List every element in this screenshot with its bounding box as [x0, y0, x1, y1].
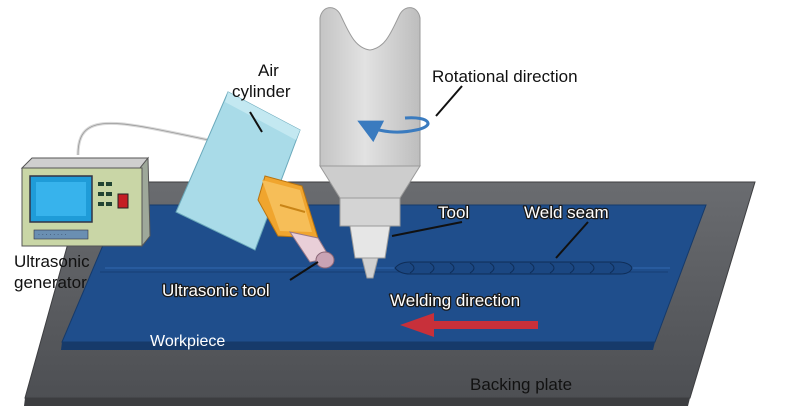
ultrasonic-tool — [257, 175, 335, 269]
leader-rotation — [435, 85, 463, 117]
welding-tool-spindle — [319, 7, 421, 279]
label-workpiece: Workpiece — [150, 333, 225, 350]
leader-lines — [249, 85, 589, 281]
label-rotational-direction: Rotational direction — [432, 67, 578, 86]
ultrasonic-generator: · · · · · · · · — [20, 156, 151, 248]
label-air-cylinder-2: cylinder — [232, 82, 291, 101]
leader-weld-seam — [555, 221, 589, 259]
weld-seam — [394, 261, 633, 275]
label-weld-seam: Weld seam — [524, 203, 609, 222]
label-ultrasonic-tool: Ultrasonic tool — [162, 281, 270, 300]
svg-text:· · · · · · · ·: · · · · · · · · — [38, 232, 67, 239]
label-ultrasonic-generator-1: Ultrasonic — [14, 252, 90, 271]
rotation-arrow — [357, 116, 430, 143]
workpiece-plate — [61, 204, 707, 350]
leader-air-cylinder — [249, 111, 263, 133]
label-ultrasonic-generator-2: generator — [14, 273, 87, 292]
leader-tool — [391, 221, 463, 237]
label-backing-plate: Backing plate — [470, 375, 572, 394]
leader-ultrasonic-tool — [289, 261, 319, 281]
label-welding-direction: Welding direction — [390, 291, 520, 310]
label-air-cylinder-1: Air — [258, 61, 279, 80]
label-tool: Tool — [438, 203, 469, 222]
welding-direction-arrow — [400, 313, 538, 337]
